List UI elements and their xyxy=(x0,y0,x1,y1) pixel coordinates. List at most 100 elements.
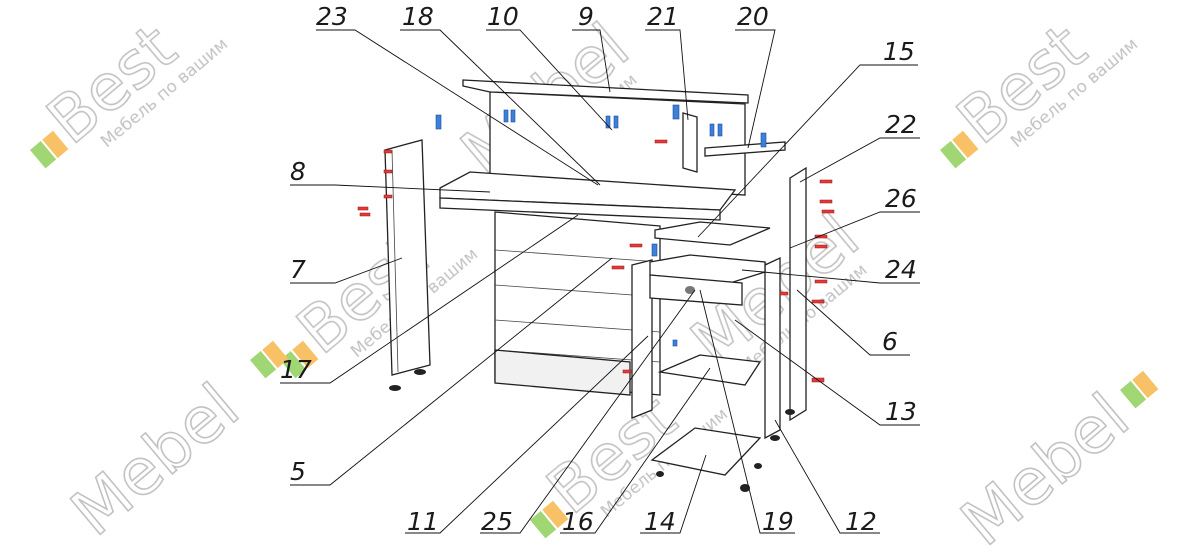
foot-icon xyxy=(785,409,795,415)
part-left-side-panel xyxy=(384,139,431,376)
dowel-icon xyxy=(357,206,369,211)
callout-7: 7 xyxy=(290,255,306,284)
dowel-icon xyxy=(814,244,828,249)
leader-5 xyxy=(290,257,613,486)
callout-21: 21 xyxy=(647,2,679,31)
leader-25 xyxy=(480,289,696,534)
leader-10 xyxy=(486,29,613,131)
dowel-icon xyxy=(359,212,371,217)
watermark-logo: Best Мебель по вашим xyxy=(30,10,232,169)
foot-icon xyxy=(754,463,762,469)
leader-17 xyxy=(280,214,579,384)
callout-25: 25 xyxy=(481,507,513,536)
part-desktop xyxy=(439,171,737,211)
screw-icon xyxy=(672,339,678,347)
leader-18 xyxy=(400,29,601,186)
watermark-logo: Mebel xyxy=(57,369,254,547)
watermark-logo-mark xyxy=(1120,370,1159,409)
leader-lines xyxy=(280,29,920,534)
part-upper-back-panel xyxy=(489,91,746,196)
screw-icon xyxy=(717,123,723,137)
callout-19: 19 xyxy=(762,507,794,536)
callout-18: 18 xyxy=(402,2,434,31)
callout-15: 15 xyxy=(883,37,915,66)
callout-5: 5 xyxy=(290,457,306,486)
dowel-icon xyxy=(779,291,789,296)
furniture-parts xyxy=(357,79,835,492)
part-right-side-panel xyxy=(789,166,807,422)
dowel-icon xyxy=(821,209,835,214)
leader-15 xyxy=(697,64,918,238)
part-desktop-edge xyxy=(439,197,721,221)
blue-fasteners xyxy=(435,104,767,347)
leader-22 xyxy=(799,137,920,183)
dowel-icon xyxy=(611,265,625,270)
leader-21 xyxy=(645,29,689,121)
callout-10: 10 xyxy=(487,2,519,31)
callout-26: 26 xyxy=(885,184,917,213)
callout-8: 8 xyxy=(290,157,306,186)
leader-9 xyxy=(572,29,611,93)
leader-7 xyxy=(290,257,403,284)
dowel-icon xyxy=(814,234,828,239)
dowel-icon xyxy=(811,299,825,304)
dowel-icon xyxy=(819,199,833,204)
part-lower-body xyxy=(494,211,661,396)
dowel-icon xyxy=(654,139,668,144)
dowel-icon xyxy=(629,243,643,248)
dowel-icon xyxy=(819,179,833,184)
drawer-handle xyxy=(685,286,695,294)
callout-labels: 23 18 10 9 21 20 15 22 26 24 8 7 17 5 6 … xyxy=(280,2,917,536)
dowel-icon xyxy=(622,369,632,374)
part-drawer-front xyxy=(649,274,743,306)
callout-22: 22 xyxy=(885,110,917,139)
screw-icon xyxy=(503,109,509,123)
leader-11 xyxy=(405,335,649,534)
screw-icon xyxy=(672,104,680,120)
leader-23 xyxy=(316,29,599,186)
leader-8 xyxy=(290,184,491,193)
leader-16 xyxy=(560,367,711,534)
leader-26 xyxy=(789,211,920,249)
dowel-icon xyxy=(383,194,393,199)
leader-19 xyxy=(699,289,795,534)
callout-6: 6 xyxy=(882,327,898,356)
watermark-logo: Best Мебель по вашим xyxy=(940,10,1142,169)
part-plinth xyxy=(494,349,631,396)
leader-13 xyxy=(734,319,920,426)
part-cabinet-side-right xyxy=(764,256,781,440)
callout-12: 12 xyxy=(845,507,877,536)
leader-14 xyxy=(640,454,707,534)
part-cabinet-side-left xyxy=(631,259,653,419)
part-vertical-divider xyxy=(682,112,698,173)
part-cabinet-shelf xyxy=(657,354,762,386)
screw-icon xyxy=(709,123,715,137)
screw-icon xyxy=(510,109,516,123)
callout-23: 23 xyxy=(316,2,348,31)
foot-icon xyxy=(389,385,401,391)
watermark-brand: Mebel xyxy=(58,370,253,547)
leader-12 xyxy=(774,419,880,534)
callout-17: 17 xyxy=(280,355,312,384)
part-middle-shelf xyxy=(654,221,771,246)
foot-icon xyxy=(414,369,426,375)
leader-20 xyxy=(735,29,776,149)
screw-icon xyxy=(613,115,619,129)
callout-20: 20 xyxy=(737,2,769,31)
callout-11: 11 xyxy=(407,507,439,536)
screw-icon xyxy=(651,243,658,257)
watermark-logo-mark xyxy=(249,340,289,379)
foot-icon xyxy=(656,471,664,477)
callout-13: 13 xyxy=(885,397,917,426)
screw-icon xyxy=(760,132,767,148)
callout-16: 16 xyxy=(562,507,594,536)
leader-24 xyxy=(741,269,920,284)
leader-6 xyxy=(796,289,910,356)
dowel-icon xyxy=(383,169,393,174)
screw-icon xyxy=(435,114,442,130)
foot-icon xyxy=(740,484,750,492)
watermark-brand: Mebel xyxy=(948,380,1143,547)
callout-9: 9 xyxy=(578,2,594,31)
callout-14: 14 xyxy=(644,507,676,536)
